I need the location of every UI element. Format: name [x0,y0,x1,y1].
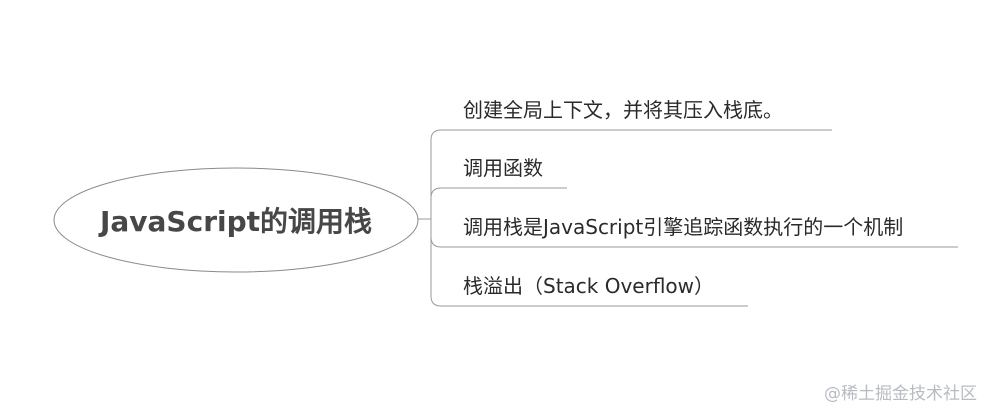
branch-node-create-global-context[interactable]: 创建全局上下文，并将其压入栈底。 [463,90,783,126]
branch-node-label: 创建全局上下文，并将其压入栈底。 [463,97,783,122]
root-node[interactable]: JavaScript的调用栈 [54,168,418,272]
branch-node-label: 调用栈是JavaScript引擎追踪函数执行的一个机制 [463,214,904,239]
branch-4-connector [430,219,748,307]
branch-node-label: 调用函数 [463,155,543,180]
watermark: @稀土掘金技术社区 [824,384,977,404]
root-node-outline [53,167,419,273]
branch-1-connector [430,129,832,219]
branch-node-label: 栈溢出（Stack Overflow） [463,273,715,298]
root-node-label: JavaScript的调用栈 [99,205,373,238]
branch-node-call-function[interactable]: 调用函数 [463,148,543,184]
branch-2-connector [430,187,567,219]
branch-node-call-stack-definition[interactable]: 调用栈是JavaScript引擎追踪函数执行的一个机制 [463,207,903,243]
branch-node-stack-overflow[interactable]: 栈溢出（Stack Overflow） [463,266,714,302]
